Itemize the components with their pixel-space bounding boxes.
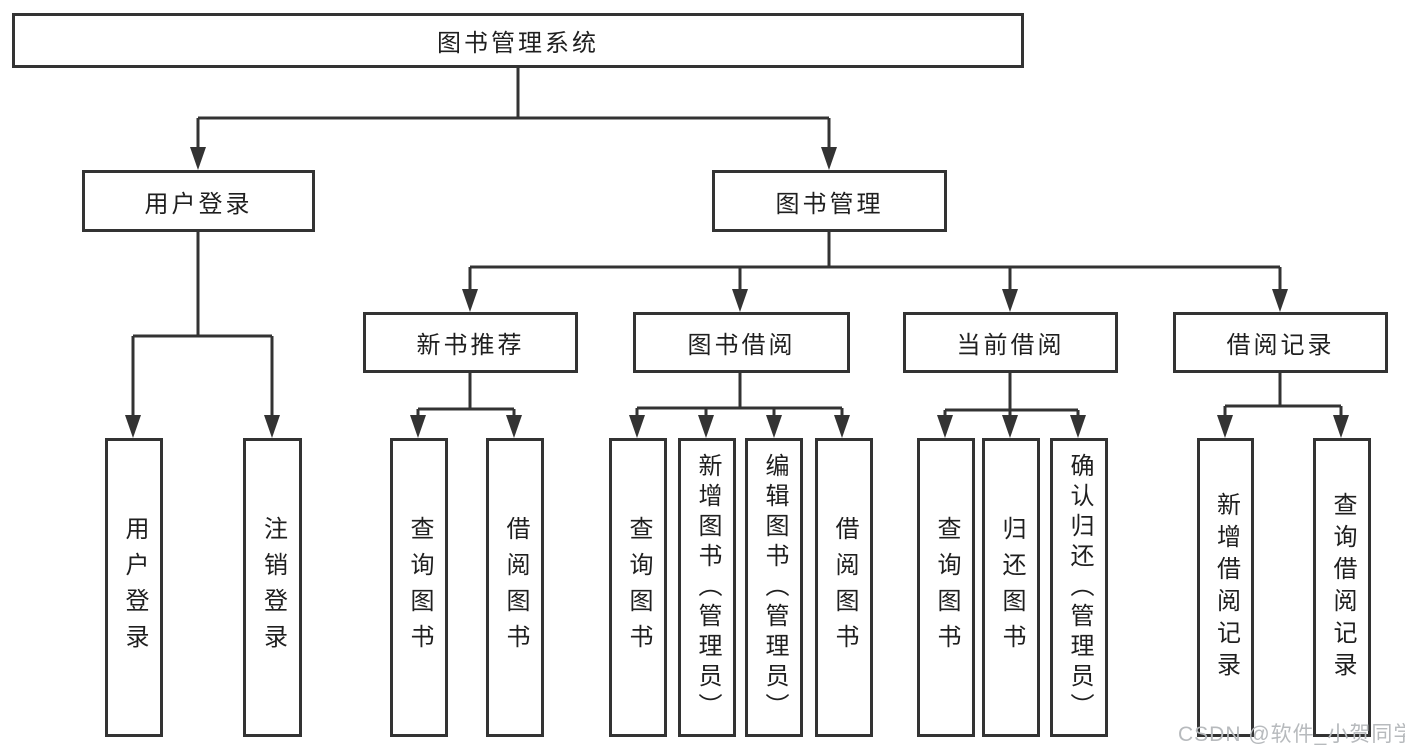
- leaf-add-books-admin: 新增图书（管理员）: [678, 438, 736, 737]
- leaf-query-books-current: 查询图书: [917, 438, 975, 737]
- node-new-book-recommend: 新书推荐: [363, 312, 578, 373]
- node-borrow-records: 借阅记录: [1173, 312, 1388, 373]
- node-current-borrow: 当前借阅: [903, 312, 1118, 373]
- leaf-add-borrow-record: 新增借阅记录: [1197, 438, 1254, 737]
- leaf-confirm-return-admin: 确认归还（管理员）: [1050, 438, 1108, 737]
- leaf-borrow-books-recommend: 借阅图书: [486, 438, 544, 737]
- node-book-management: 图书管理: [712, 170, 947, 232]
- leaf-return-books: 归还图书: [982, 438, 1040, 737]
- node-user-login: 用户登录: [82, 170, 315, 232]
- leaf-user-login: 用户登录: [105, 438, 163, 737]
- node-book-borrow: 图书借阅: [633, 312, 850, 373]
- leaf-logout: 注销登录: [243, 438, 302, 737]
- node-library-management-system: 图书管理系统: [12, 13, 1024, 68]
- csdn-watermark: CSDN @软件_小贺同学: [1178, 723, 1405, 746]
- leaf-edit-books-admin: 编辑图书（管理员）: [745, 438, 803, 737]
- leaf-query-borrow-record: 查询借阅记录: [1313, 438, 1371, 737]
- leaf-borrow-books: 借阅图书: [815, 438, 873, 737]
- leaf-query-books-recommend: 查询图书: [390, 438, 448, 737]
- leaf-query-books-borrow: 查询图书: [609, 438, 667, 737]
